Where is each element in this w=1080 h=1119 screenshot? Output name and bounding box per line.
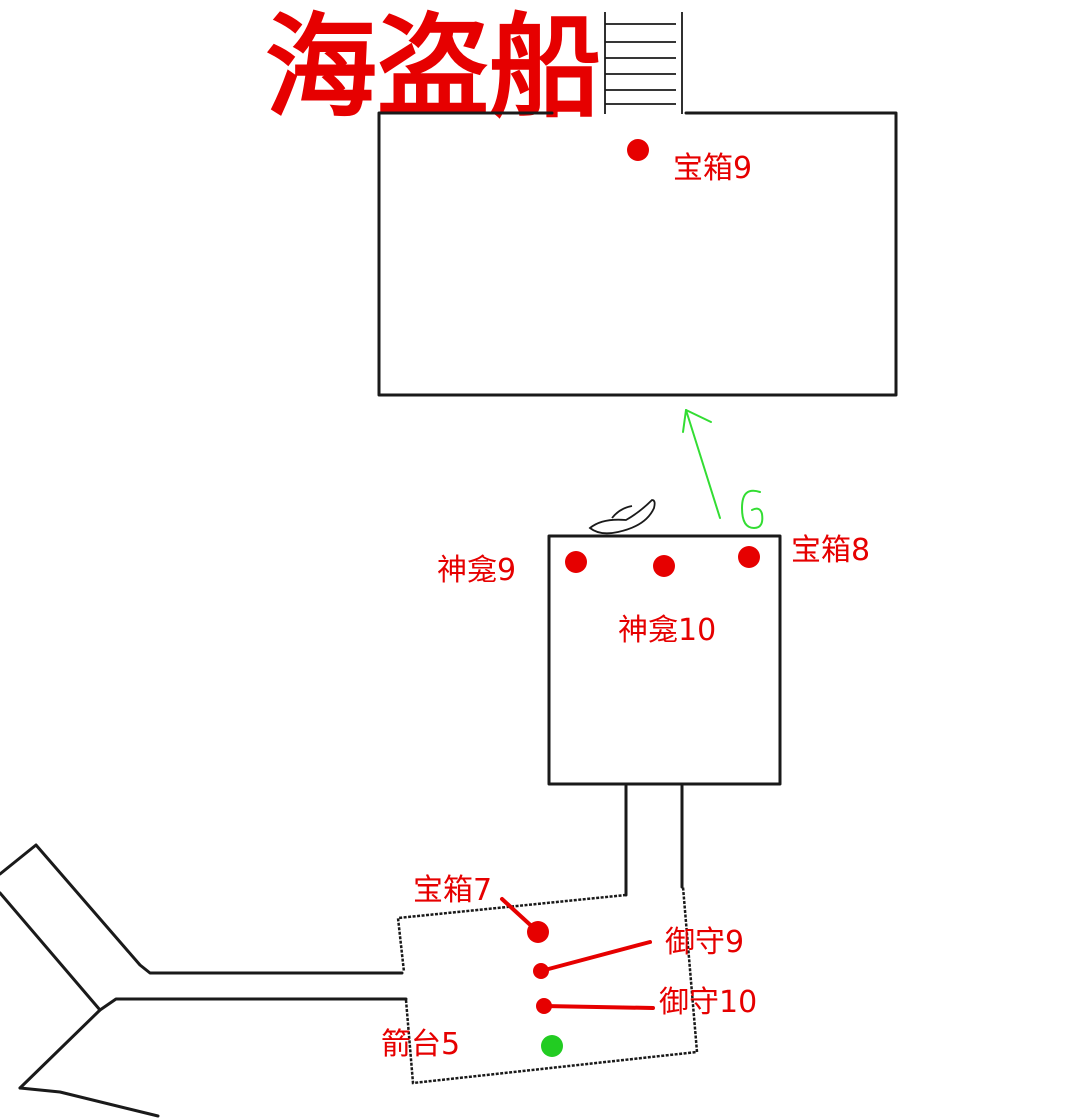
shrine-10-label: 神龛10 [618,613,716,648]
amulet-10-label: 御守10 [659,985,757,1020]
route-arrow-icon [682,409,721,519]
arrow-tower-5-label: 箭台5 [381,1027,460,1062]
left-passage [0,843,404,975]
amulet-9-label: 御守9 [665,925,744,960]
chest-8-label: 宝箱8 [791,533,870,568]
shrine-room [547,534,782,786]
bottom-passage [18,1086,160,1118]
amulet-9-leader [539,940,652,973]
route-g-icon [741,489,764,529]
ladder-icon [604,12,683,114]
chest-9-marker[interactable] [627,139,649,161]
arrow-tower-5-marker[interactable] [541,1035,563,1057]
shrine-9-marker[interactable] [565,551,587,573]
chest-9-label: 宝箱9 [673,151,752,186]
chest-7-label: 宝箱7 [413,873,492,908]
left-passage-lower [18,997,408,1090]
amulet-10-leader [542,1004,655,1010]
entrance-room [396,886,699,1085]
shrine-9-label: 神龛9 [437,553,516,588]
boat-sketch-icon [588,499,656,535]
chest-7-leader [500,897,540,934]
shrine-10-marker[interactable] [653,555,675,577]
left-passage-branch [0,891,102,1012]
map-title: 海盗船 [265,3,601,133]
chest-8-marker[interactable] [738,546,760,568]
pirate-ship-room [377,111,898,397]
